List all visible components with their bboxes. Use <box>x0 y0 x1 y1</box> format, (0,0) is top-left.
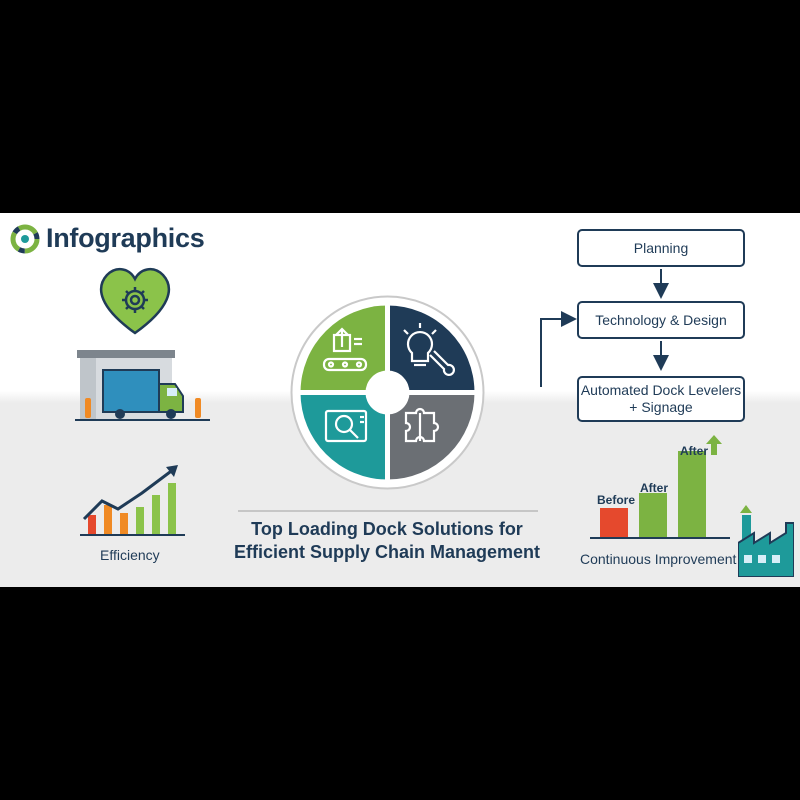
continuous-improvement-label: Continuous Improvement <box>580 551 737 567</box>
infographic-panel: Infographics <box>0 213 800 587</box>
quadrant-conveyor <box>300 305 388 393</box>
conveyor-icon <box>322 327 368 372</box>
bar-label-after-2: After <box>680 444 709 458</box>
magnifier-screen-icon <box>324 409 368 443</box>
title-line-1: Top Loading Dock Solutions for <box>251 519 523 539</box>
center-wheel <box>290 295 485 490</box>
improvement-chart <box>590 451 730 539</box>
warehouse-truck-icon <box>75 350 210 421</box>
bar-label-before: Before <box>597 493 636 507</box>
target-logo-icon <box>10 224 40 253</box>
efficiency-label: Efficiency <box>100 547 160 563</box>
flow-step-automated-dock-levelers: Automated Dock Levelers + Signage <box>577 376 745 422</box>
improvement-bar-2 <box>639 493 667 538</box>
flow-step-technology-design: Technology & Design <box>577 301 745 339</box>
page-title: Top Loading Dock Solutions for Efficient… <box>222 518 552 564</box>
puzzle-icon <box>404 407 440 443</box>
lightbulb-wrench-icon <box>403 323 455 376</box>
improvement-bar-3 <box>678 451 706 538</box>
loop-arrow <box>540 311 577 387</box>
title-divider <box>238 510 538 512</box>
heart-gear-icon <box>99 267 171 335</box>
flow-arrows <box>540 269 669 387</box>
up-arrow-icon <box>706 435 722 455</box>
quadrant-puzzle <box>387 392 475 480</box>
improvement-bar-1 <box>600 508 628 538</box>
brand-name: Infographics <box>46 223 205 253</box>
bar-label-after-1: After <box>640 481 669 495</box>
brand: Infographics <box>10 223 205 254</box>
growth-chart-icon <box>80 465 185 536</box>
factory-icon <box>738 505 794 577</box>
flow-step-planning: Planning <box>577 229 745 267</box>
title-line-2: Efficient Supply Chain Management <box>233 542 541 562</box>
